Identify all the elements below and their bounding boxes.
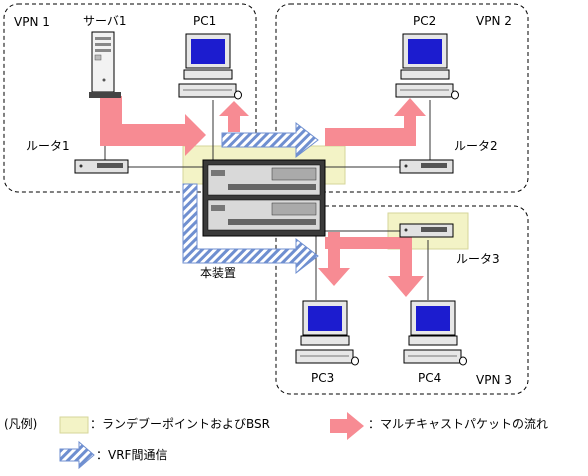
pc1-label: PC1 — [193, 14, 216, 28]
legend-vrf-arrow — [59, 440, 95, 470]
server1-icon — [89, 31, 121, 98]
vpn1-group — [3, 3, 257, 193]
device-label: 本装置 — [200, 266, 236, 280]
router1-label: ルータ1 — [26, 139, 70, 153]
server1-label: サーバ1 — [83, 14, 127, 28]
multicast-arrow-to-pc1 — [219, 101, 249, 132]
legend-heading: (凡例) — [4, 417, 37, 431]
multicast-arrow-to-pc3 — [318, 232, 350, 286]
main-device-icon — [202, 159, 326, 237]
pc3-icon — [295, 300, 359, 366]
multicast-arrow-server-to-device — [100, 96, 206, 156]
pc2-icon — [395, 33, 459, 100]
legend: (凡例) ：ランデブーポイントおよびBSR ：マルチキャストパケットの流れ ：V… — [4, 412, 548, 470]
vpn2-group — [275, 3, 529, 193]
pc2-label: PC2 — [413, 14, 436, 28]
vrf-arrow-vpn1-to-vpn2 — [221, 121, 319, 159]
legend-rp-text: ：ランデブーポイントおよびBSR — [90, 416, 270, 431]
vpn3-label: VPN 3 — [476, 373, 512, 387]
router2-icon — [399, 159, 454, 174]
pc1-icon — [178, 33, 242, 100]
pc4-icon — [403, 300, 467, 366]
pc4-label: PC4 — [418, 371, 441, 385]
multicast-arrows — [100, 96, 426, 297]
legend-multicast-arrow — [330, 412, 364, 440]
pc3-label: PC3 — [311, 371, 334, 385]
vrf-arrows — [182, 121, 319, 275]
router1-icon — [74, 159, 129, 174]
multicast-arrow-to-pc2 — [325, 98, 426, 146]
vpn2-label: VPN 2 — [476, 14, 512, 28]
legend-vrf-text: ：VRF間通信 — [96, 448, 167, 462]
vrf-arrow-vpn1-to-vpn3 — [182, 183, 319, 275]
router2-label: ルータ2 — [454, 139, 498, 153]
router3-icon — [399, 223, 454, 238]
router3-label: ルータ3 — [456, 252, 500, 266]
links — [104, 98, 431, 300]
vpn3-group — [275, 205, 529, 395]
multicast-arrow-to-pc4 — [325, 230, 424, 297]
vpn1-label: VPN 1 — [14, 15, 50, 29]
legend-multicast-text: ：マルチキャストパケットの流れ — [368, 417, 548, 431]
legend-rp-swatch — [59, 416, 89, 434]
